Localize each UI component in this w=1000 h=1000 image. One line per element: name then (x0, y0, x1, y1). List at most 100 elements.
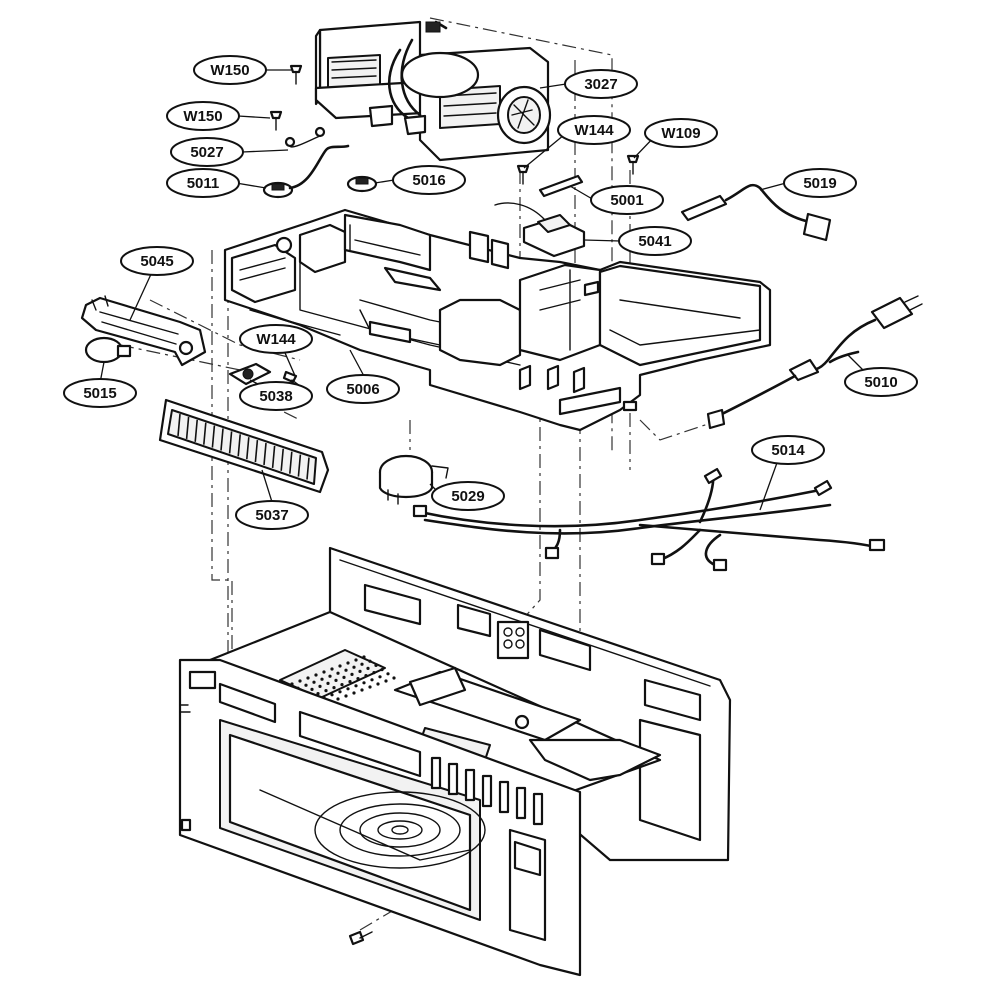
vent-hole (356, 677, 360, 681)
vent-hole (330, 693, 334, 697)
wire-5019 (680, 183, 832, 242)
vent-hole (364, 674, 368, 678)
vent-hole (320, 677, 324, 681)
front-vent-slot (515, 786, 527, 820)
screw-w150-top (289, 64, 303, 85)
grille-slat (185, 416, 190, 439)
callout-5011: 5011 (166, 168, 240, 198)
vent-hole (324, 689, 328, 693)
vent-hole (342, 675, 346, 680)
vent-hole (310, 687, 314, 692)
callout-5038: 5038 (239, 381, 313, 411)
grille-slat (271, 445, 276, 468)
vent-hole (290, 682, 294, 686)
vent-hole (340, 683, 344, 687)
callout-5006: 5006 (326, 374, 400, 404)
callout-label: 5045 (140, 253, 173, 270)
vent-hole (372, 671, 376, 675)
part-5001 (538, 174, 584, 198)
thermostat-5011 (262, 144, 350, 199)
callout-label: 5037 (255, 507, 288, 524)
vent-hole (332, 686, 336, 690)
callout-w109: W109 (644, 118, 718, 148)
grille-slat (211, 425, 216, 448)
grille-slat (289, 451, 293, 474)
grille-slat (194, 419, 198, 442)
grille-slat (203, 422, 207, 445)
callout-label: W150 (183, 108, 222, 125)
front-vent-slot (464, 768, 476, 802)
vent-hole (358, 669, 362, 674)
vent-hole (354, 658, 358, 662)
vent-hole (314, 673, 318, 677)
vent-hole (306, 676, 310, 680)
vent-hole (348, 680, 352, 684)
callout-label: 5001 (610, 192, 643, 209)
front-vent-slot (447, 762, 459, 796)
lamp-bulb-5015 (84, 336, 132, 364)
callout-5037: 5037 (235, 500, 309, 530)
vent-hole (380, 668, 384, 672)
grille-slat (228, 431, 233, 454)
vent-hole (316, 692, 320, 696)
grille-slat (177, 413, 181, 437)
grille-slat (297, 454, 302, 477)
grille-slat (306, 457, 310, 480)
timer-switch-5029 (378, 454, 449, 505)
callout-5027: 5027 (170, 137, 244, 167)
callout-label: W109 (661, 125, 700, 142)
callout-label: 5029 (451, 488, 484, 505)
callout-5010: 5010 (844, 367, 918, 397)
grille-slat (237, 434, 241, 457)
fan-motor-assembly-3027 (314, 20, 552, 162)
vent-hole (312, 680, 316, 684)
vent-hole (344, 694, 348, 698)
vent-hole (360, 662, 364, 666)
callout-w150-mid: W150 (166, 101, 240, 131)
callout-label: W150 (210, 62, 249, 79)
vent-hole (346, 687, 350, 691)
grille-slat (254, 440, 259, 463)
vent-hole (384, 679, 388, 683)
callout-label: 5014 (771, 442, 805, 459)
vent-hole (392, 676, 396, 680)
front-vent-slot (532, 792, 544, 826)
callout-w150-top: W150 (193, 55, 267, 85)
vent-hole (386, 672, 390, 676)
vent-hole (352, 691, 356, 695)
vent-hole (336, 697, 340, 701)
callout-label: 5041 (638, 233, 671, 250)
vent-hole (344, 668, 348, 672)
grille-5037 (158, 398, 330, 494)
grille-slat (220, 428, 224, 451)
vent-hole (368, 659, 372, 663)
callout-5014: 5014 (751, 435, 825, 465)
wire-5027 (284, 126, 326, 148)
thermal-fuse-5016 (346, 175, 378, 193)
vent-hole (328, 674, 332, 678)
vent-hole (346, 661, 350, 665)
vent-hole (354, 684, 358, 688)
callout-label: 5016 (412, 172, 445, 189)
vent-hole (298, 679, 302, 683)
callout-5019: 5019 (783, 168, 857, 198)
vent-hole (378, 675, 382, 679)
vent-hole (362, 681, 366, 685)
vent-hole (368, 685, 372, 689)
vent-hole (350, 672, 354, 677)
power-cord-5010 (706, 295, 923, 430)
vent-hole (322, 670, 326, 674)
vent-hole (352, 665, 356, 669)
callout-label: 5019 (803, 175, 836, 192)
oven-cavity-assembly (178, 546, 732, 977)
callout-5045: 5045 (120, 246, 194, 276)
callout-5041: 5041 (618, 226, 692, 256)
thermostat-5038 (228, 362, 272, 386)
vent-hole (362, 655, 366, 659)
callout-label: 5038 (259, 388, 292, 405)
front-vent-slot (498, 780, 510, 814)
vent-hole (338, 690, 342, 694)
screw-w109 (626, 154, 640, 175)
front-vent-slot (430, 756, 442, 790)
